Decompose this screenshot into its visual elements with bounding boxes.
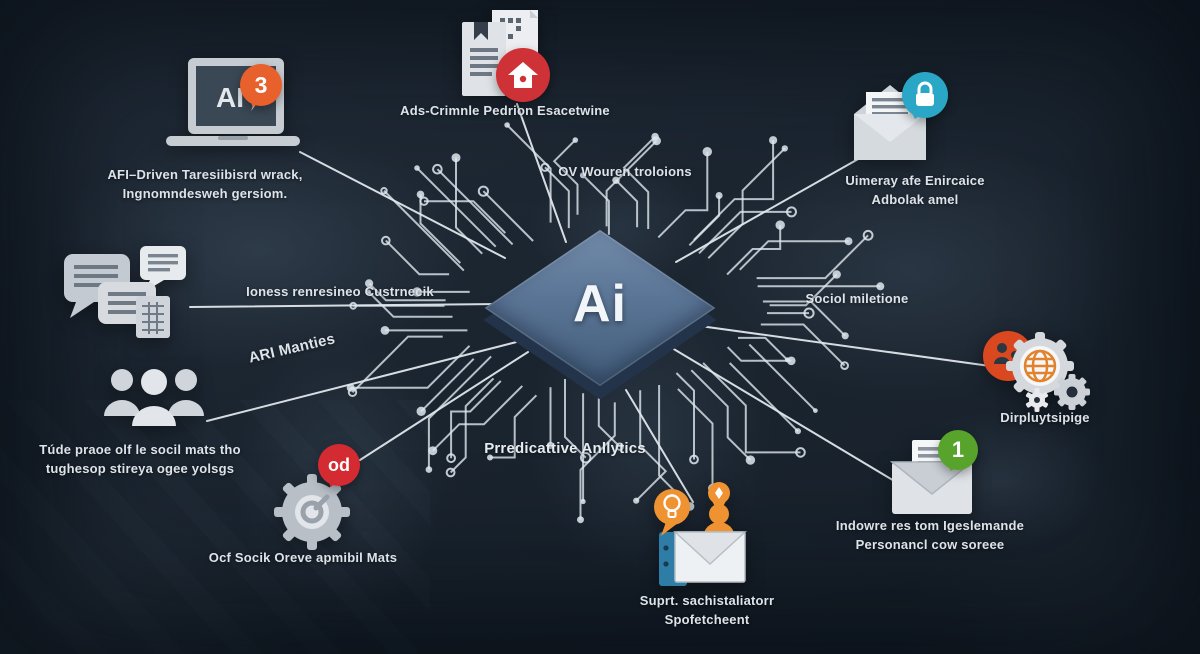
chat-node-label: Ioness renresineo Custrnecik bbox=[246, 284, 434, 299]
unread-count-badge: 1 bbox=[938, 430, 978, 470]
secure-mail-node-label: Uimeray afe Enircaice Adbolak amel bbox=[845, 173, 985, 207]
documents-node-label: Ads-Crimnle Pedrion Esacetwine bbox=[400, 103, 610, 118]
laptop-node-label: AFI–Driven Taresiibisrd wrack, Ingnomnde… bbox=[107, 167, 303, 201]
home-circle-badge bbox=[496, 48, 550, 102]
lock-circle-badge bbox=[902, 72, 948, 118]
globe-node-label: Dirpluytsipige bbox=[1000, 410, 1090, 425]
lightbulb-bubble-icon bbox=[654, 489, 690, 536]
predictive-analytics-label: Prredicattive Anllytics bbox=[484, 440, 646, 457]
campaign-node-label: Suprt. sachistaliatorr Spofetcheent bbox=[639, 593, 775, 627]
badge-text: od bbox=[328, 454, 350, 475]
house-icon bbox=[508, 62, 538, 88]
badge-count: 3 bbox=[254, 71, 268, 98]
ov-floating-label: OV Wouren troloions bbox=[558, 164, 692, 179]
globe-gears-icon bbox=[983, 331, 1090, 412]
new-mail-node-label: Indowre res tom Igeslemande Personancl c… bbox=[835, 518, 1025, 552]
people-group-icon bbox=[104, 369, 204, 426]
person-pin-icon bbox=[703, 482, 735, 538]
chat-bubbles-icon bbox=[64, 246, 186, 338]
campaign-icon bbox=[654, 482, 747, 586]
globe-icon bbox=[1023, 349, 1057, 383]
social-floating-label: Sociol miletione bbox=[805, 291, 909, 306]
gear-node-label: Ocf Socik Oreve apmibil Mats bbox=[208, 550, 398, 565]
badge-count: 1 bbox=[951, 437, 965, 462]
people-node-label: Túde praoe olf le socil mats tho tugheso… bbox=[39, 442, 241, 476]
lock-icon bbox=[916, 81, 934, 106]
notification-badge-3: 3 bbox=[240, 64, 282, 106]
od-bubble-badge: od bbox=[318, 444, 360, 486]
ai-chip-label: Ai bbox=[573, 275, 627, 333]
